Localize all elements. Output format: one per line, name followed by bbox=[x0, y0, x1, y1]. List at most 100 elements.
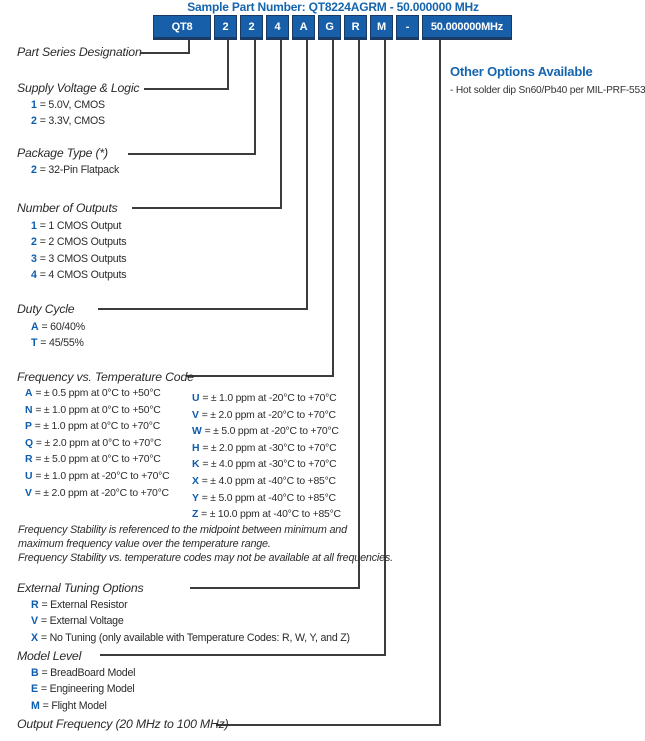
part-number-box-temp-code: G bbox=[318, 15, 341, 40]
option-desc: = ± 2.0 ppm at -30°C to +70°C bbox=[202, 442, 337, 454]
connector-duty-h bbox=[98, 308, 308, 310]
option-code: E bbox=[31, 683, 38, 696]
part-number-box-model: M bbox=[370, 15, 393, 40]
option-desc: = ± 1.0 ppm at 0°C to +70°C bbox=[34, 421, 161, 433]
option-desc: = Flight Model bbox=[42, 699, 107, 712]
option-code: R bbox=[25, 454, 33, 466]
connector-supply-h bbox=[144, 88, 229, 90]
supply-voltage-options: 1= 5.0V, CMOS 2= 3.3V, CMOS bbox=[31, 97, 105, 130]
section-title-supply-voltage: Supply Voltage & Logic bbox=[17, 81, 140, 95]
option-row: Z= ± 10.0 ppm at -40°C to +85°C bbox=[192, 507, 341, 524]
option-row: M= Flight Model bbox=[31, 698, 135, 714]
option-row: B= BreadBoard Model bbox=[31, 665, 136, 681]
option-code: W bbox=[192, 426, 202, 438]
option-desc: = 3.3V, CMOS bbox=[39, 115, 105, 128]
option-desc: = ± 1.0 ppm at 0°C to +50°C bbox=[35, 404, 161, 416]
option-code: T bbox=[31, 337, 38, 350]
freq-temp-left-column: A= ± 0.5 ppm at 0°C to +50°C N= ± 1.0 pp… bbox=[25, 386, 170, 502]
connector-outputs-v bbox=[280, 40, 282, 209]
number-of-outputs-options: 1= 1 CMOS Output 2= 2 CMOS Outputs 3= 3 … bbox=[31, 218, 126, 284]
external-tuning-options: R= External Resistor V= External Voltage… bbox=[31, 597, 350, 646]
option-code: 4 bbox=[31, 269, 37, 282]
sample-part-number-title: Sample Part Number: QT8224AGRM - 50.0000… bbox=[187, 0, 479, 14]
option-code: H bbox=[192, 442, 200, 454]
option-code: Y bbox=[192, 492, 199, 504]
part-number-box-duty: A bbox=[292, 15, 315, 40]
option-row: A= 60/40% bbox=[31, 319, 85, 335]
option-row: R= External Resistor bbox=[31, 597, 350, 613]
option-desc: = ± 2.0 ppm at 0°C to +70°C bbox=[35, 437, 162, 449]
section-title-model-level: Model Level bbox=[17, 649, 82, 663]
option-desc: = 60/40% bbox=[41, 321, 85, 333]
option-desc: = 5.0V, CMOS bbox=[39, 99, 105, 111]
part-number-box-dash: - bbox=[396, 15, 419, 40]
option-desc: = 2 CMOS Outputs bbox=[39, 236, 127, 249]
option-code: K bbox=[192, 459, 200, 471]
option-desc: = External Resistor bbox=[41, 599, 128, 611]
connector-part-series-h bbox=[140, 52, 190, 54]
option-desc: = 4 CMOS Outputs bbox=[39, 269, 127, 282]
option-code: N bbox=[25, 404, 33, 416]
part-number-box-supply: 2 bbox=[214, 15, 237, 40]
option-row: R= ± 5.0 ppm at 0°C to +70°C bbox=[25, 452, 169, 469]
section-title-freq-temp-code: Frequency vs. Temperature Code bbox=[17, 370, 194, 384]
option-code: 2 bbox=[31, 115, 37, 128]
option-row: 1= 5.0V, CMOS bbox=[31, 97, 105, 113]
connector-tuning-h bbox=[190, 587, 360, 589]
option-desc: = ± 0.5 ppm at 0°C to +50°C bbox=[35, 388, 161, 399]
connector-supply-v bbox=[227, 40, 229, 89]
option-code: B bbox=[31, 667, 39, 679]
connector-model-h bbox=[100, 654, 386, 656]
option-code: A bbox=[31, 321, 39, 333]
option-desc: = ± 4.0 ppm at -40°C to +85°C bbox=[201, 475, 336, 487]
option-desc: = No Tuning (only available with Tempera… bbox=[40, 631, 350, 644]
option-code: X bbox=[31, 631, 38, 644]
option-row: U= ± 1.0 ppm at -20°C to +70°C bbox=[25, 469, 170, 486]
connector-model-v bbox=[384, 40, 386, 656]
option-desc: = ± 2.0 ppm at -20°C to +70°C bbox=[34, 487, 169, 499]
part-number-box-tuning: R bbox=[344, 15, 367, 40]
option-code: 2 bbox=[31, 236, 37, 249]
option-desc: = 1 CMOS Output bbox=[39, 220, 122, 232]
option-code: 1 bbox=[31, 220, 37, 232]
option-desc: = ± 5.0 ppm at -20°C to +70°C bbox=[204, 426, 339, 438]
option-row: 2= 32-Pin Flatpack bbox=[31, 162, 119, 178]
option-code: 3 bbox=[31, 252, 37, 265]
option-row: X= No Tuning (only available with Temper… bbox=[31, 630, 350, 646]
option-code: A bbox=[25, 388, 33, 399]
option-row: 1= 1 CMOS Output bbox=[31, 218, 126, 234]
option-code: V bbox=[25, 487, 32, 499]
option-code: Q bbox=[25, 437, 33, 449]
option-desc: = ± 10.0 ppm at -40°C to +85°C bbox=[201, 509, 341, 521]
connector-output-freq-v bbox=[439, 40, 441, 726]
option-code: U bbox=[192, 393, 200, 404]
connector-outputs-h bbox=[132, 207, 282, 209]
option-code: 2 bbox=[31, 164, 37, 176]
model-level-options: B= BreadBoard Model E= Engineering Model… bbox=[31, 665, 136, 714]
connector-part-series-v bbox=[188, 40, 190, 53]
option-desc: = ± 2.0 ppm at -20°C to +70°C bbox=[201, 409, 336, 421]
connector-duty-v bbox=[306, 40, 308, 310]
option-code: P bbox=[25, 421, 32, 433]
option-row: Y= ± 5.0 ppm at -40°C to +85°C bbox=[192, 491, 341, 508]
connector-package-v bbox=[254, 40, 256, 155]
part-number-row: QT8 2 2 4 A G R M - 50.000000MHz bbox=[153, 15, 512, 40]
option-row: X= ± 4.0 ppm at -40°C to +85°C bbox=[192, 474, 341, 491]
option-row: U= ± 1.0 ppm at -20°C to +70°C bbox=[192, 391, 341, 408]
option-desc: = Engineering Model bbox=[40, 683, 135, 696]
option-code: V bbox=[31, 615, 38, 628]
option-row: V= ± 2.0 ppm at -20°C to +70°C bbox=[192, 408, 341, 425]
option-row: P= ± 1.0 ppm at 0°C to +70°C bbox=[25, 419, 169, 436]
connector-temp-code-h bbox=[186, 375, 334, 377]
section-title-output-frequency: Output Frequency (20 MHz to 100 MHz) bbox=[17, 717, 229, 731]
option-code: U bbox=[25, 470, 33, 482]
package-type-options: 2= 32-Pin Flatpack bbox=[31, 162, 119, 178]
option-desc: = ± 1.0 ppm at -20°C to +70°C bbox=[202, 393, 337, 404]
option-row: 4= 4 CMOS Outputs bbox=[31, 267, 126, 283]
option-row: Q= ± 2.0 ppm at 0°C to +70°C bbox=[25, 436, 169, 453]
freq-temp-right-column: U= ± 1.0 ppm at -20°C to +70°C V= ± 2.0 … bbox=[192, 391, 341, 524]
frequency-stability-note-1: Frequency Stability is referenced to the… bbox=[18, 524, 347, 550]
option-row: 2= 3.3V, CMOS bbox=[31, 113, 105, 129]
option-code: R bbox=[31, 599, 39, 611]
